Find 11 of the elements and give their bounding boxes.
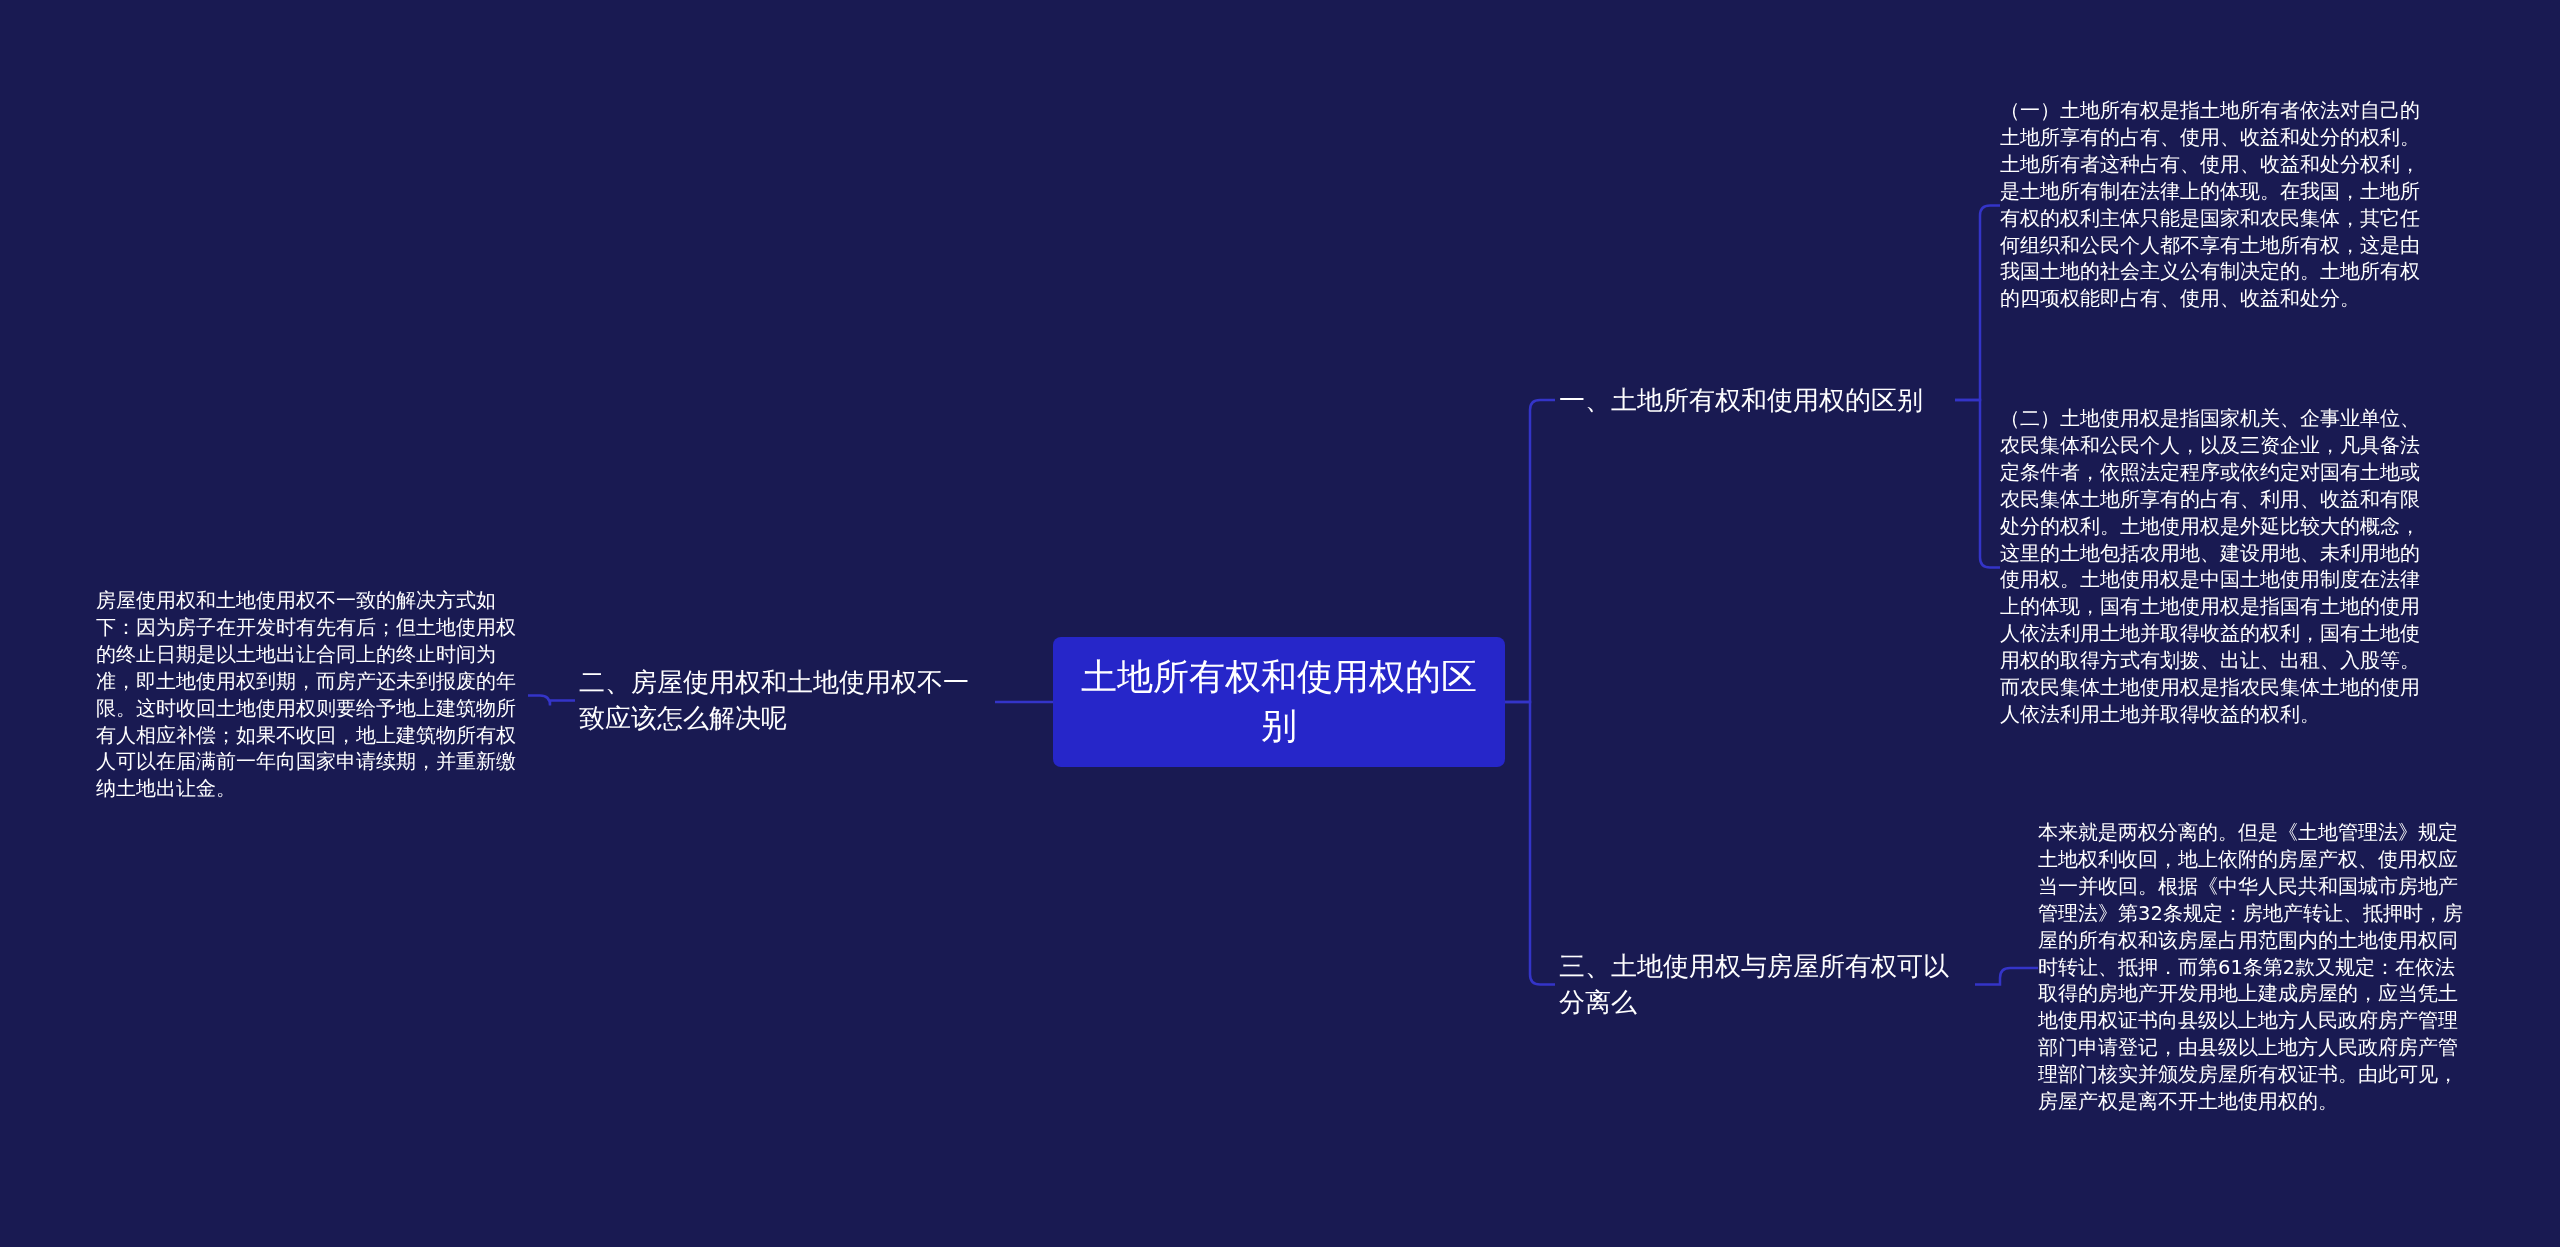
central-topic-box: 土地所有权和使用权的区别 (1053, 637, 1505, 767)
connector-line (1975, 966, 2038, 986)
detail-text: 房屋使用权和土地使用权不一致的解决方式如下：因为房子在开发时有先有后；但土地使用权的终止日期是以土地出让合同上的终止时间为准，即土地使用权到期，而房产还未到报废的年限。这时收回土地使用权则要给予地上建筑物所有人相应补偿；如果不收回，地上建筑物所有权人可以在届满前一年向国家申请续期，并重新缴纳土地出让金。 (96, 588, 528, 804)
detail-text: 本来就是两权分离的。但是《土地管理法》规定土地权利收回，地上依附的房屋产权、使用权应当一并收回。根据《中华人民共和国城市房地产管理法》第32条规定：房地产转让、抵押时，房屋的所有权和该房屋占用范围内的土地使用权同时转让、抵押．而第61条第2款又规定：在依法取得的房地产开发用地上建成房屋的，应当凭土地使用权证书向县级以上地方人民政府房产管理部门申请登记，由县级以上地方人民政府房产管理部门核实并颁发房屋所有权证书。由此可见，房屋产权是离不开土地使用权的。 (2038, 820, 2470, 1116)
branch-topic: 二、房屋使用权和土地使用权不一致应该怎么解决呢 (575, 662, 995, 739)
detail-text: （一）土地所有权是指土地所有者依法对自己的土地所享有的占有、使用、收益和处分的权利。土地所有者这种占有、使用、收益和处分权利，是土地所有制在法律上的体现。在我国，土地所有权的权利主体只能是国家和农民集体，其它任何组织和公民个人都不享有土地所有权，这是由我国土地的社会主义公有制决定的。土地所有权的四项权能即占有、使用、收益和处分。 (2000, 98, 2430, 314)
branch-topic: 一、土地所有权和使用权的区别 (1555, 380, 1955, 421)
connector-line (528, 694, 575, 707)
branch-topic: 三、土地使用权与房屋所有权可以分离么 (1555, 946, 1975, 1023)
connector-line (995, 700, 1053, 704)
detail-text: （二）土地使用权是指国家机关、企事业单位、农民集体和公民个人，以及三资企业，凡具备法定条件者，依照法定程序或依约定对国有土地或农民集体土地所享有的占有、利用、收益和有限处分的权利。土地使用权是外延比较大的概念，这里的土地包括农用地、建设用地、未利用地的使用权。土地使用权是中国土地使用制度在法律上的体现，国有土地使用权是指国有土地的使用人依法利用土地并取得收益的权利，国有土地使用权的取得方式有划拨、出让、出租、入股等。而农民集体土地使用权是指农民集体土地的使用人依法利用土地并取得收益的权利。 (2000, 406, 2430, 729)
